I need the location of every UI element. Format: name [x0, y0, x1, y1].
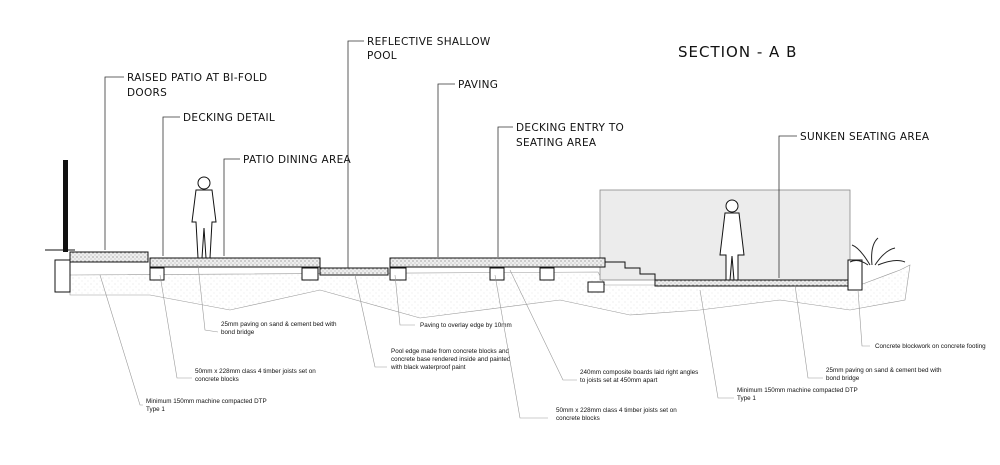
leader-line — [437, 83, 455, 257]
leader-line — [223, 158, 240, 256]
note-blockwork: Concrete blockwork on concrete footing — [875, 343, 986, 350]
wall-post — [63, 160, 68, 252]
leader-line — [778, 135, 797, 278]
sunken-paving — [654, 279, 851, 287]
pool — [319, 267, 389, 276]
leader-line — [197, 264, 219, 333]
plant-icon — [849, 237, 906, 266]
leader-line — [159, 274, 192, 379]
foundation-block — [54, 259, 71, 293]
concrete-block — [539, 267, 555, 281]
label-sunken-seating: SUNKEN SEATING AREA — [800, 131, 930, 143]
paving-surface — [389, 257, 606, 268]
concrete-block — [587, 281, 605, 293]
concrete-block — [301, 267, 319, 281]
raised-patio-paving — [69, 251, 149, 263]
leader-line — [104, 76, 124, 250]
leader-line — [354, 274, 387, 368]
leader-line — [347, 40, 364, 268]
label-patio-dining: PATIO DINING AREA — [243, 154, 352, 166]
leader-line — [794, 284, 823, 379]
label-paving: PAVING — [458, 79, 498, 91]
label-decking-detail: DECKING DETAIL — [183, 112, 275, 124]
leader-line — [857, 289, 870, 347]
leader-line — [162, 116, 180, 256]
leader-line — [509, 269, 577, 381]
note-joists: 50mm x 228mm class 4 timber joists set o… — [195, 368, 316, 383]
person-figure — [191, 176, 217, 259]
leader-line — [99, 274, 143, 406]
note-joists-2: 50mm x 228mm class 4 timber joists set o… — [556, 407, 677, 422]
steps — [605, 261, 656, 282]
section-title: SECTION - A B — [678, 43, 797, 61]
decking-surface — [149, 257, 321, 268]
leader-line — [494, 274, 548, 419]
blockwork-footing — [847, 259, 863, 291]
concrete-block — [149, 267, 165, 281]
leader-line — [497, 126, 513, 257]
note-overlay: Paving to overlay edge by 10mm — [420, 322, 512, 329]
concrete-block — [389, 267, 407, 281]
leader-line — [699, 289, 734, 399]
note-composite: 240mm composite boards laid right angles… — [580, 369, 698, 384]
concrete-block — [489, 267, 505, 281]
leader-line — [394, 274, 415, 326]
person-figure — [719, 199, 745, 281]
